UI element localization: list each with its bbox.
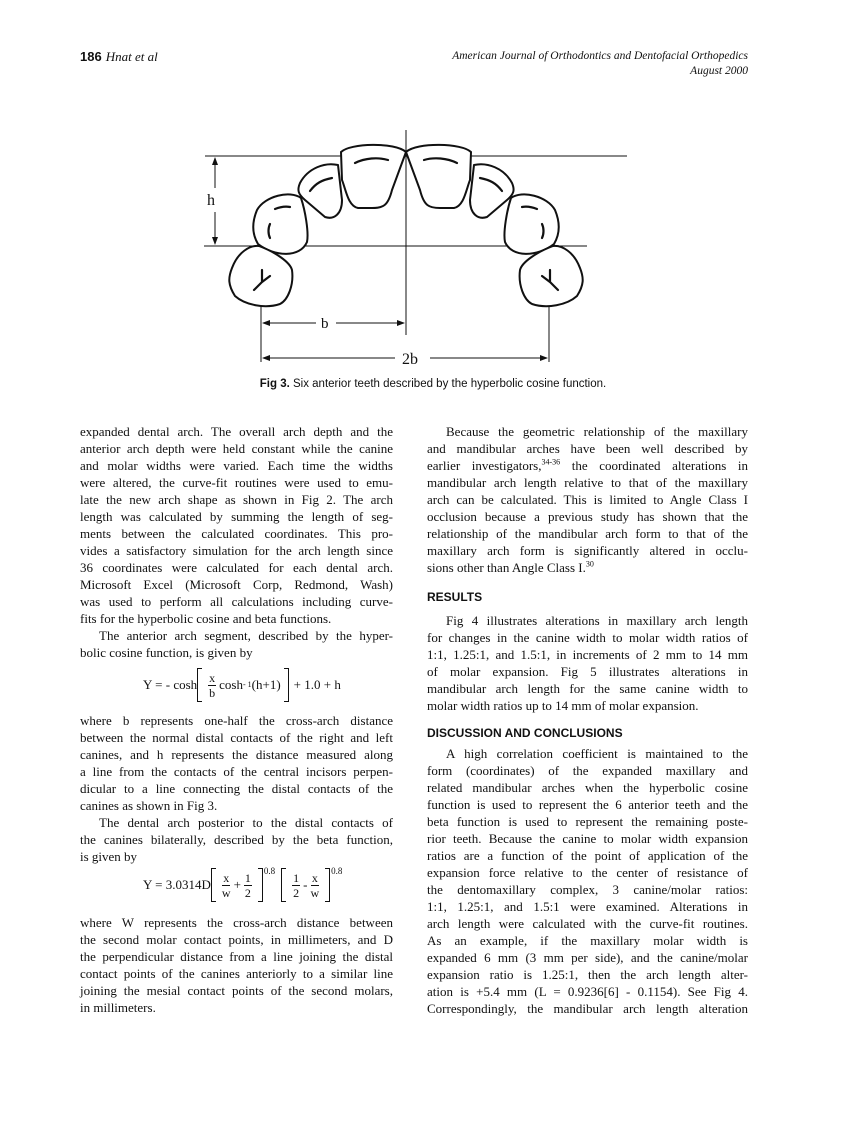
text-line: where b represents one-half the cross-ar… [80, 713, 393, 728]
caption-text: Six anterior teeth described by the hype… [289, 378, 607, 390]
text-line: rior teeth. Because the canine to molar … [427, 831, 748, 846]
text-line: the canines bilaterally, described by th… [80, 832, 393, 847]
text-line: ments between the calculated coordinates… [80, 526, 393, 541]
text-line: A high correlation coefficient is mainta… [446, 746, 748, 761]
left-para-1: expanded dental arch. The overall arch d… [80, 423, 393, 627]
text-line: the perpendicular distance from a line j… [80, 949, 393, 964]
authors: Hnat et al [105, 49, 158, 64]
results-heading: RESULTS [427, 590, 483, 604]
text-line: expanded 6 mm (3 mm per side), and the c… [427, 950, 748, 965]
text-line: 1:1, 1.25:1, and 1.5:1, in increments of… [427, 647, 748, 662]
left-para-3: where b represents one-half the cross-ar… [80, 712, 393, 814]
discussion-paragraph: A high correlation coefficient is mainta… [427, 745, 748, 1017]
text-line: canines, and h represents the distance m… [80, 747, 393, 762]
left-para-5: where W represents the cross-arch distan… [80, 914, 393, 1016]
text-line: arch length were calculated with the cur… [427, 916, 748, 931]
text-line: Microsoft Excel (Microsoft Corp, Redmond… [80, 577, 393, 592]
text-line: were altered, the curve-fit routines wer… [80, 475, 393, 490]
running-header-right: American Journal of Orthodontics and Den… [452, 49, 748, 79]
text-line: maxillary arch form is significantly alt… [427, 543, 748, 558]
text-line: occlusion because a previous study has s… [427, 509, 748, 524]
text-line: contact points of the canines anteriorly… [80, 966, 393, 981]
text-line: is given by [80, 849, 138, 864]
text-line: mandibular arch length relative to that … [427, 475, 748, 490]
text-line: between the normal distal contacts of th… [80, 730, 393, 745]
text-line: related mandibular arches when the hyper… [427, 780, 748, 795]
left-first-premolar [228, 244, 294, 308]
text-line: molar width ratios up to 14 mm of molar … [427, 698, 699, 713]
right-first-premolar [518, 244, 584, 308]
text-line: As an example, if the maxillary molar wi… [427, 933, 748, 948]
text-line: a line from the contacts of the central … [80, 764, 393, 779]
journal-title: American Journal of Orthodontics and Den… [452, 50, 748, 62]
figure-3-dental-arch-diagram: h b 2b [204, 130, 627, 368]
text-line: of molar expansion. Fig 5 illustrates al… [427, 664, 748, 679]
citation: 34-36 [541, 457, 561, 467]
text-line: beta function is used to represent the r… [427, 814, 748, 829]
right-canine [503, 193, 560, 255]
text-line: in millimeters. [80, 1000, 156, 1015]
text-line: the second molar contact points, in mill… [80, 932, 393, 947]
text-line: mandibular arch length for the same cani… [427, 681, 748, 696]
text-line: ratios are a function of the point of ap… [427, 848, 748, 863]
caption-label: Fig 3. [259, 378, 290, 390]
discussion-heading: DISCUSSION AND CONCLUSIONS [427, 726, 623, 740]
text-line: and molar widths were varied. Each time … [80, 458, 393, 473]
text-line: The dental arch posterior to the distal … [99, 815, 393, 830]
text-line: 36 coordinates were calculated for each … [80, 560, 393, 575]
right-para-1: Because the geometric relationship of th… [427, 424, 748, 575]
citation: 30 [585, 559, 594, 569]
text-line: where W represents the cross-arch distan… [80, 915, 393, 930]
text-line: the dentomaxillary complex, 3 canine/mol… [427, 882, 748, 897]
text-line: Correspondingly, the mandibular arch len… [427, 1001, 748, 1016]
text-line: Fig 4 illustrates alterations in maxilla… [446, 613, 748, 628]
b-label: b [321, 316, 329, 332]
text-line: 1:1, 1.25:1, and 1.5:1 were examined. Al… [427, 899, 748, 914]
figure-caption: Fig 3. Six anterior teeth described by t… [0, 378, 866, 390]
text-line: dicular to a line connecting the distal … [80, 781, 393, 796]
text-line: expansion ratio is 1.25:1, then the arch… [427, 967, 748, 982]
right-central-incisor [405, 143, 472, 209]
text-line: ation is +5.4 mm (L = 0.9236[6] - 0.1154… [427, 984, 748, 999]
text-line: was used to perform all calculations inc… [80, 594, 393, 609]
2b-label: 2b [402, 351, 418, 368]
left-canine [252, 193, 309, 255]
text-line: for changes in the canine width to molar… [427, 630, 748, 645]
issue-date: August 2000 [690, 65, 748, 77]
text-line: late the new arch shape as shown in Fig … [80, 492, 393, 507]
text-line: arch can be calculated. This is limited … [427, 492, 748, 507]
text-line: form (coordinates) of the expanded maxil… [427, 763, 748, 778]
text-line: bolic cosine function, is given by [80, 645, 253, 660]
left-para-2: The anterior arch segment, described by … [80, 627, 393, 661]
text-line: The anterior arch segment, described by … [99, 628, 393, 643]
results-paragraph: Fig 4 illustrates alterations in maxilla… [427, 612, 748, 714]
page-number: 186 [80, 49, 102, 64]
text-line: vides a satisfactory simulation for the … [80, 543, 393, 558]
text-line: expanded dental arch. The overall arch d… [80, 424, 393, 439]
text-line: expansion force relative to the center o… [427, 865, 748, 880]
text-line: anterior arch depth were held constant w… [80, 441, 393, 456]
left-para-4: The dental arch posterior to the distal … [80, 814, 393, 865]
text-line: function is used to represent the 6 ante… [427, 797, 748, 812]
text-line: length was calculated by summing the len… [80, 509, 393, 524]
text-line: joining the mesial contact points of the… [80, 983, 393, 998]
text-line: relationship of the mandibular arch form… [427, 526, 748, 541]
left-central-incisor [340, 143, 407, 209]
h-label: h [207, 192, 215, 209]
text-line: canines as shown in Fig 3. [80, 798, 218, 813]
text-line: fits for the hyperbolic cosine and beta … [80, 611, 332, 626]
